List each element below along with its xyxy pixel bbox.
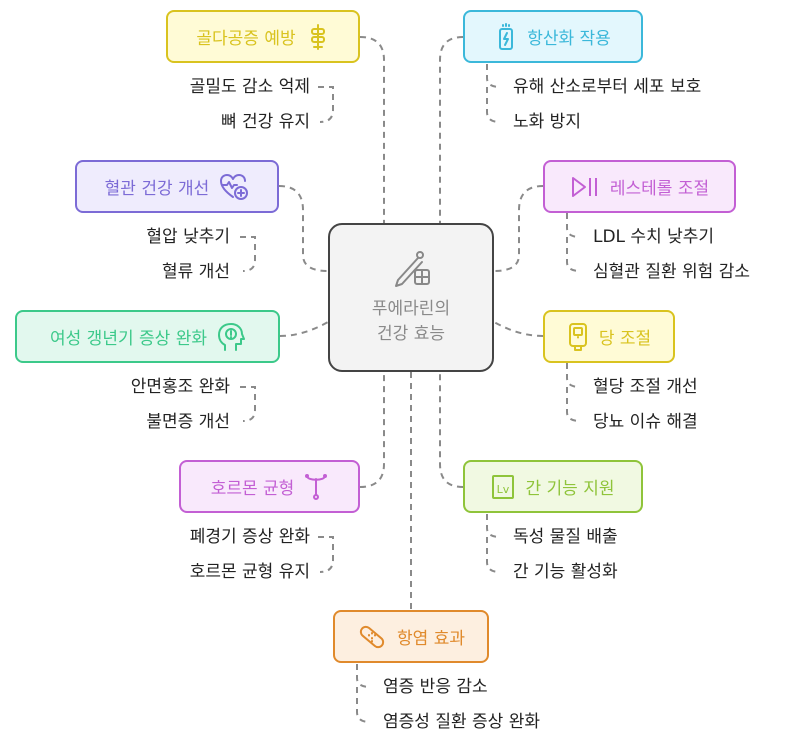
item-liver-activation: 간 기능 활성화 [513,562,618,582]
item-lower-bp: 혈압 낮추기 [146,227,230,247]
topic-label: 호르몬 균형 [210,479,295,499]
topic-label: 항산화 작용 [527,29,611,49]
item-blood-flow: 혈류 개선 [162,262,230,282]
item-hormone-keep: 호르몬 균형 유지 [189,562,310,582]
topic-osteoporosis[interactable]: 골다공증 예방 [166,10,360,63]
item-cell-protection: 유해 산소로부터 세포 보호 [513,77,702,97]
item-cardio-risk: 심혈관 질환 위험 감소 [593,262,750,282]
item-inflammatory-disease: 염증성 질환 증상 완화 [383,712,540,732]
topic-antioxidant[interactable]: 항산화 작용 [463,10,643,63]
item-menopause-symptoms: 폐경기 증상 완화 [189,527,310,547]
head-brain-icon [217,322,245,351]
item-ldl: LDL 수치 낮추기 [593,227,715,247]
topic-vascular-health[interactable]: 혈관 건강 개선 [75,160,279,213]
topic-label: 혈관 건강 개선 [104,179,210,199]
play-pause-icon [571,176,597,197]
center-title-line2: 건강 효능 [377,324,445,344]
center-topic: 푸에라린의 건강 효능 [328,223,494,372]
glucose-meter-icon [568,322,587,351]
topic-liver-support[interactable]: Lv 간 기능 지원 [463,460,643,513]
svg-text:Lv: Lv [497,483,510,496]
battery-charge-icon [499,22,514,50]
item-inflammation-reduce: 염증 반응 감소 [383,677,488,697]
spine-icon [310,23,325,50]
topic-glucose-control[interactable]: 당 조절 [543,310,675,363]
heart-pulse-icon [220,173,249,200]
item-bone-health: 뼈 건강 유지 [220,112,310,132]
item-bone-density: 골밀도 감소 억제 [189,77,310,97]
item-insomnia: 불면증 개선 [146,412,230,432]
bandage-icon [359,625,385,648]
topic-menopause-relief[interactable]: 여성 갱년기 증상 완화 [15,310,280,363]
item-blood-sugar: 혈당 조절 개선 [593,377,698,397]
topic-label: 여성 갱년기 증상 완화 [50,329,207,349]
topic-hormone-balance[interactable]: 호르몬 균형 [179,460,360,513]
liver-lv-icon: Lv [492,474,515,499]
needle-plus-icon [395,251,430,287]
item-anti-aging: 노화 방지 [513,112,581,132]
item-diabetes: 당뇨 이슈 해결 [593,412,698,432]
topic-label: 당 조절 [598,329,652,349]
topic-label: 항염 효과 [397,629,465,649]
topic-cholesterol[interactable]: 레스테롤 조절 [543,160,736,213]
topic-label: 간 기능 지원 [525,479,615,499]
topic-label: 골다공증 예방 [196,29,296,49]
item-detox: 독성 물질 배출 [513,527,618,547]
iud-icon [305,473,328,500]
topic-label: 레스테롤 조절 [609,179,710,199]
item-hot-flash: 안면홍조 완화 [130,377,230,397]
topic-anti-inflammation[interactable]: 항염 효과 [333,610,489,663]
center-title-line1: 푸에라린의 [371,299,451,319]
